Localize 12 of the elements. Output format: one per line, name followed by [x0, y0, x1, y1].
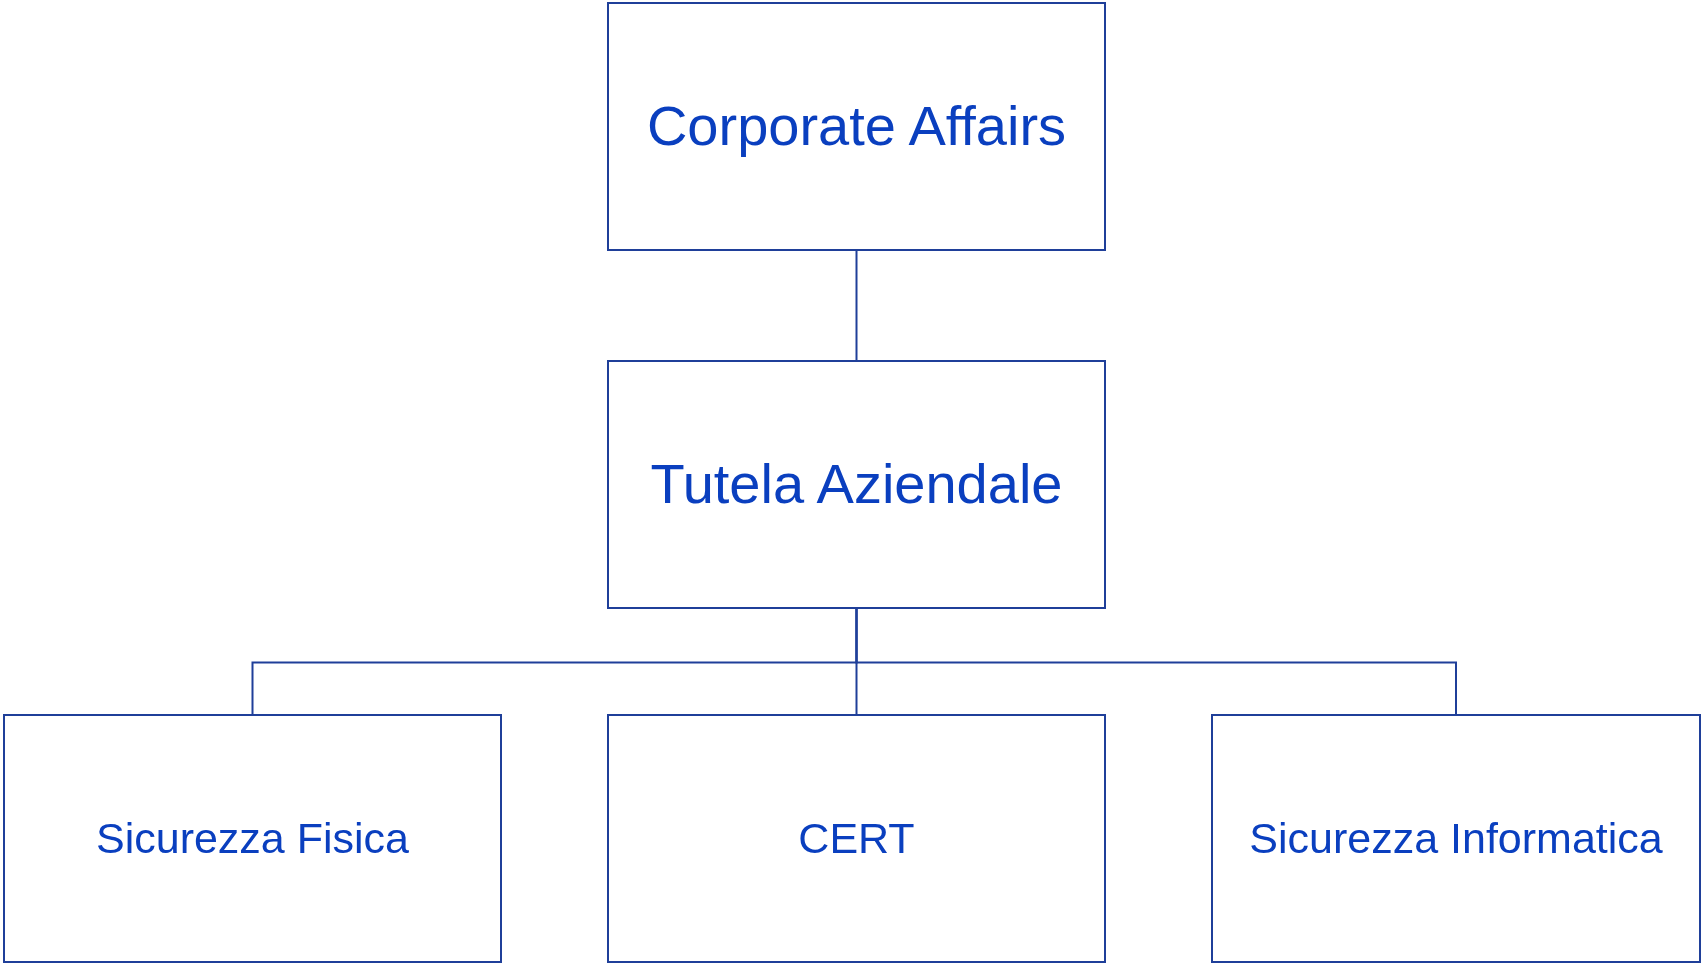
box-label: Corporate Affairs	[645, 94, 1068, 159]
box-label: Sicurezza Fisica	[95, 813, 410, 864]
org-box	[3, 714, 502, 963]
connector-line	[855, 250, 858, 361]
box-label: Tutela Aziendale	[649, 452, 1064, 517]
box-label: Sicurezza Informatica	[1248, 813, 1664, 864]
org-box	[607, 360, 1106, 609]
org-box	[1211, 714, 1701, 963]
connector-line	[855, 608, 1457, 715]
org-box	[607, 2, 1106, 251]
box-label: CERT	[797, 813, 916, 864]
org-box	[607, 714, 1106, 963]
